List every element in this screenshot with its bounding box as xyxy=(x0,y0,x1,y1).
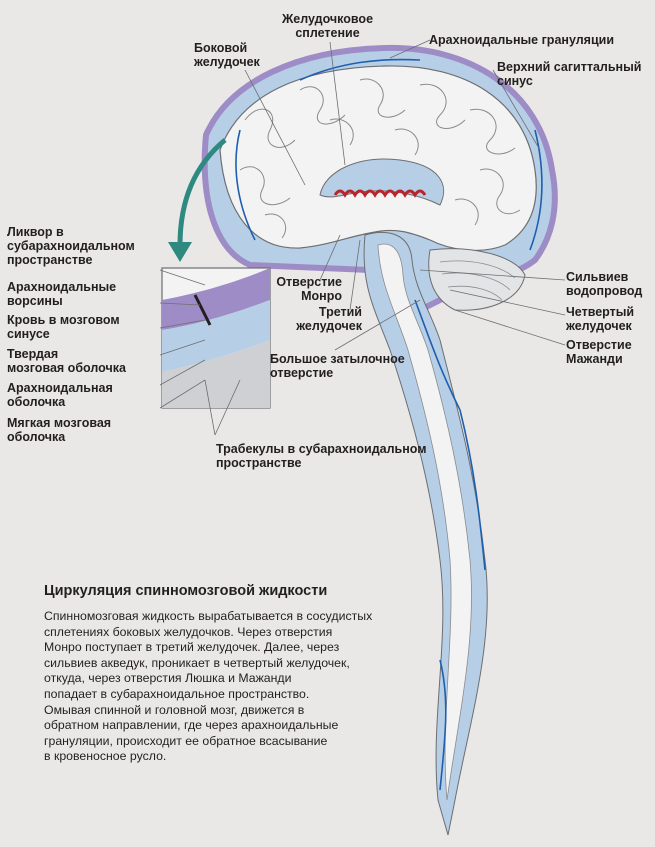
choroid-plexus xyxy=(333,189,427,198)
label-foramen-magnum: Большое затылочное отверстие xyxy=(270,352,405,380)
label-csf-subarachnoid: Ликвор в субарахноидальном пространстве xyxy=(7,225,135,267)
label-arachnoid-mater: Арахноидальная оболочка xyxy=(7,381,113,409)
label-choroid-plexus: Желудочковое сплетение xyxy=(282,12,374,40)
csf-flow-arrows xyxy=(235,58,543,791)
label-superior-sagittal-sinus: Верхний сагиттальный синус xyxy=(497,60,642,88)
label-sinus-blood: Кровь в мозговом синусе xyxy=(7,313,120,341)
label-arachnoid-granulations: Арахноидальные грануляции xyxy=(429,33,615,47)
gyri-lines xyxy=(239,78,521,239)
label-trabeculae: Трабекулы в субарахноидальном пространст… xyxy=(216,442,427,470)
inset-detail xyxy=(161,267,271,409)
label-foramen-monro: Отверстие Монро xyxy=(276,275,342,303)
cerebellum xyxy=(428,248,526,311)
label-third-ventricle: Третий желудочек xyxy=(296,305,362,333)
leader-lines xyxy=(159,39,566,436)
label-fourth-ventricle: Четвертый желудочек xyxy=(566,305,635,333)
caption-body: Спинномозговая жидкость вырабатывается в… xyxy=(44,609,373,764)
label-pia-mater: Мягкая мозговая оболочка xyxy=(7,416,112,444)
cerebrum xyxy=(219,65,537,251)
caption-title: Циркуляция спинномозговой жидкости xyxy=(44,583,328,599)
label-dura-mater: Твердая мозговая оболочка xyxy=(7,347,126,375)
label-lateral-ventricle: Боковой желудочек xyxy=(194,41,260,69)
inset-pointer-arrow xyxy=(177,138,227,246)
inset-pointer-arrowhead xyxy=(168,242,192,262)
cerebellum-folia xyxy=(439,260,516,301)
label-arachnoid-villi: Арахноидальные ворсины xyxy=(7,280,117,308)
spinal-cord xyxy=(377,243,472,801)
label-aqueduct: Сильвиев водопровод xyxy=(566,270,643,298)
label-foramen-magendie: Отверстие Мажанди xyxy=(566,338,632,366)
